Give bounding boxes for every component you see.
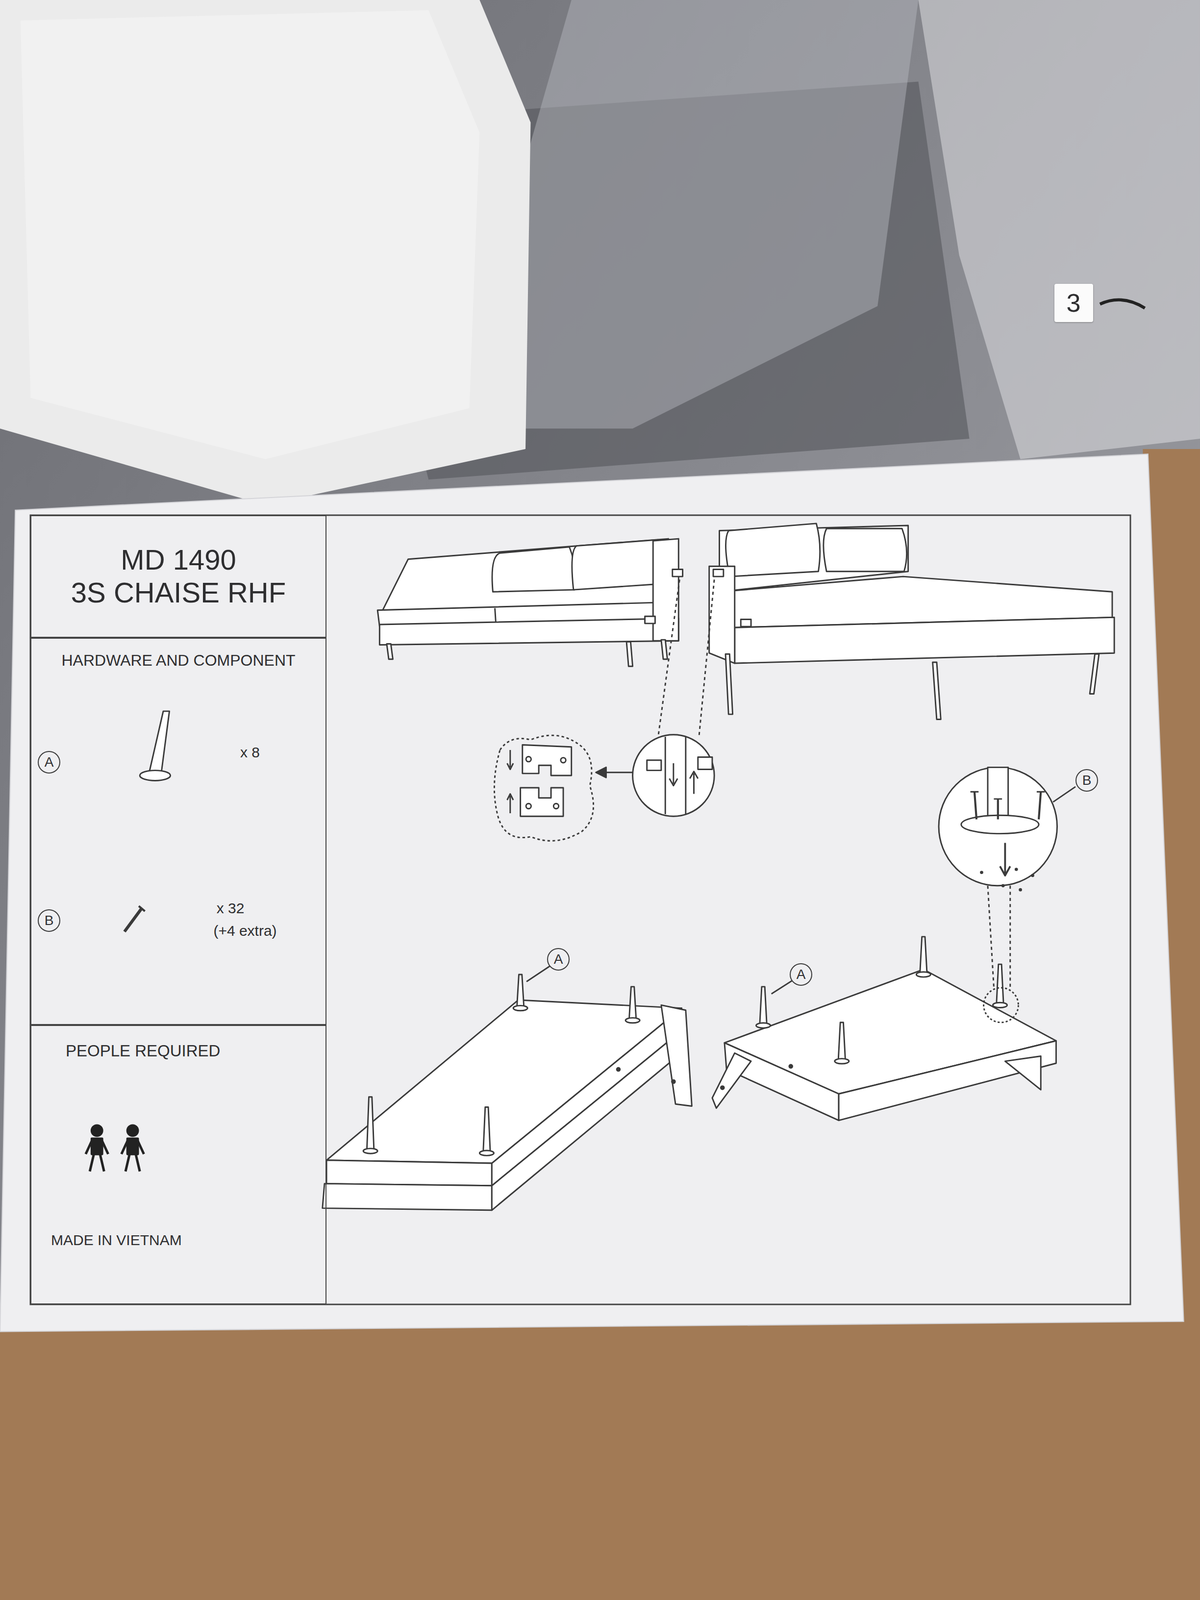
part-letter: A [37,750,61,774]
sheet-frame [30,515,1131,1305]
title-cell: MD 14903S CHAISE RHF [30,515,327,638]
callout-text: A [44,755,54,770]
callout-text: B [1082,773,1092,788]
product-name: 3S CHAISE RHF [71,576,286,610]
callout-letter: B [1075,769,1099,792]
origin-note: MADE IN VIETNAM [50,1231,326,1250]
callout-text: B [44,913,54,928]
callout-text: A [796,967,806,982]
hardware-cell: HARDWARE AND COMPONENT A B [30,637,327,1025]
section-heading: HARDWARE AND COMPONENT [31,651,326,670]
bag-tag: 3 [1054,283,1094,323]
quantity-note: (+4 extra) [213,922,277,939]
quantity-label: x 8 [240,744,260,761]
callout-text: A [553,952,564,967]
part-letter: B [37,909,61,932]
callout-letter: A [547,948,570,971]
people-cell: PEOPLE REQUIRED MADE IN VIETNAM [30,1025,327,1305]
section-heading: PEOPLE REQUIRED [65,1041,326,1061]
model-number: MD 1490 [120,543,236,577]
callout-text: 3 [1066,290,1081,316]
callout-letter: A [789,963,813,986]
assembly-illustration [85,523,1115,1211]
quantity-label: x 32 [216,900,245,917]
